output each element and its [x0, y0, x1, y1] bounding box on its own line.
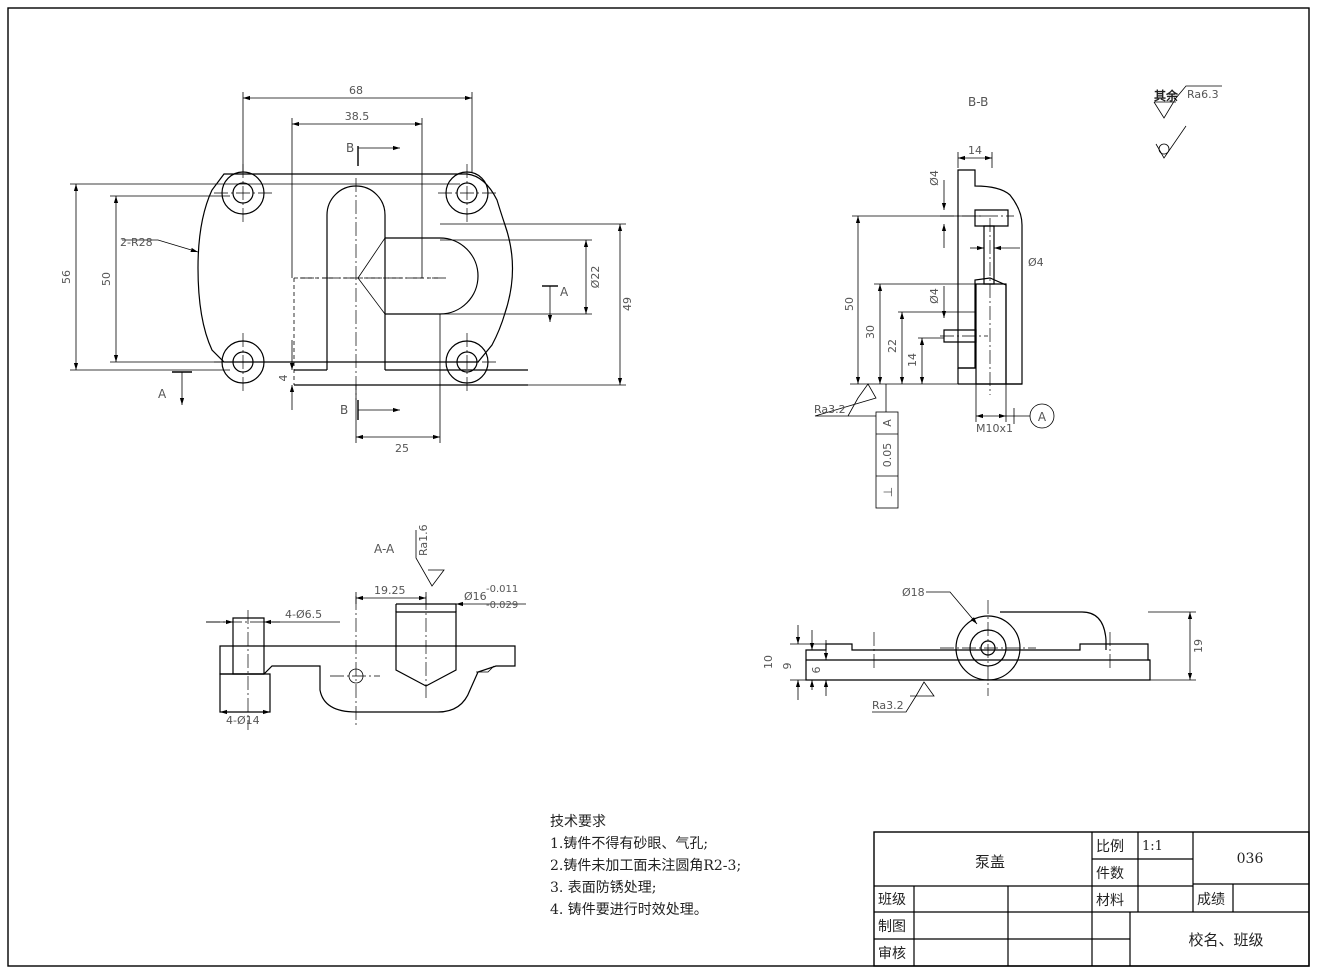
section-aa-dimensions: 19.25 4-Ø6.5 4-Ø14 Ø16 -0.011 -0.029 — [206, 584, 526, 727]
dim-front-10: 10 — [762, 655, 775, 669]
title-part-name: 泵盖 — [975, 853, 1005, 871]
section-bb-title: B-B — [968, 95, 988, 109]
tech-requirement-2: 2.铸件未加工面未注圆角R2-3; — [550, 858, 741, 874]
title-school: 校名、班级 — [1188, 931, 1263, 949]
title-block: 泵盖 比例 1:1 件数 036 班级 材料 成绩 制图 审核 校名、班级 — [873, 831, 1310, 967]
dim-bb-phi4-c: Ø4 — [928, 288, 941, 304]
dim-50: 50 — [100, 272, 113, 286]
dim-bb-14-v: 14 — [906, 353, 919, 367]
section-b-b: B-B 14 Ø4 Ø4 Ø4 50 30 22 — [814, 95, 1055, 509]
dim-bb-50: 50 — [843, 297, 856, 311]
datum-a-circle: A — [1038, 410, 1047, 424]
tolerance-datum: A — [881, 419, 894, 427]
dim-front-6: 6 — [810, 667, 823, 674]
roughness-aa-value: Ra1.6 — [417, 524, 430, 556]
title-qty-label: 件数 — [1096, 866, 1124, 882]
surface-roughness-note: 其余 Ra6.3 — [1153, 85, 1222, 159]
dim-4: 4 — [277, 375, 290, 382]
tolerance-frame: A 0.05 ⊥ — [875, 384, 899, 509]
dim-bb-m10x1: M10x1 — [976, 422, 1013, 435]
surface-note-value: Ra6.3 — [1187, 88, 1219, 101]
title-grade-label: 成绩 — [1197, 892, 1225, 908]
dim-49: 49 — [621, 297, 634, 311]
dim-38-5: 38.5 — [345, 110, 370, 123]
roughness-aa: Ra1.6 — [415, 524, 445, 587]
tolerance-value: 0.05 — [881, 443, 894, 468]
title-scale-value: 1:1 — [1142, 839, 1163, 854]
dim-aa-19-25: 19.25 — [374, 584, 406, 597]
top-view-dimensions: 68 38.5 56 50 49 Ø22 25 4 2-R28 — [60, 84, 634, 455]
dim-aa-4-phi14: 4-Ø14 — [226, 714, 260, 727]
dim-aa-tol-upper: -0.011 — [486, 584, 518, 595]
roughness-front: Ra3.2 — [872, 681, 935, 713]
dim-bb-phi4-b: Ø4 — [1028, 256, 1044, 269]
tech-requirements-title: 技术要求 — [550, 814, 606, 830]
dim-front-9: 9 — [781, 663, 794, 670]
dim-aa-phi16: Ø16 — [464, 590, 487, 603]
section-mark-a-right: A — [560, 285, 569, 299]
section-bb-dimensions: 14 Ø4 Ø4 Ø4 50 30 22 14 M10x1 A — [843, 144, 1055, 435]
front-view: Ø18 19 10 9 6 Ra3.2 — [762, 586, 1205, 713]
title-review-label: 审核 — [878, 946, 906, 962]
dim-bb-30: 30 — [864, 325, 877, 339]
roughness-bb: Ra3.2 — [814, 383, 877, 417]
title-scale-label: 比例 — [1096, 839, 1124, 855]
title-class-label: 班级 — [878, 892, 906, 908]
dim-aa-4-phi6-5: 4-Ø6.5 — [285, 608, 322, 621]
section-mark-b-top: B — [346, 141, 354, 155]
front-view-dimensions: Ø18 19 10 9 6 — [762, 586, 1205, 700]
title-drawn-label: 制图 — [878, 919, 906, 935]
dim-56: 56 — [60, 270, 73, 284]
section-aa-title: A-A — [374, 542, 395, 556]
top-view: 68 38.5 56 50 49 Ø22 25 4 2-R28 — [60, 84, 634, 455]
mounting-holes — [214, 164, 496, 391]
dim-aa-tol-lower: -0.029 — [486, 600, 518, 611]
tech-requirement-3: 3. 表面防锈处理; — [550, 880, 657, 896]
section-mark-a-left: A — [158, 387, 167, 401]
tech-requirements: 技术要求 1.铸件不得有砂眼、气孔; 2.铸件未加工面未注圆角R2-3; 3. … — [550, 814, 741, 918]
roughness-front-value: Ra3.2 — [872, 699, 904, 712]
tech-requirement-4: 4. 铸件要进行时效处理。 — [550, 902, 708, 918]
section-a-a: A-A 19.25 4-Ø6.5 4-Ø14 Ø16 -0.011 -0.029… — [206, 524, 526, 730]
roughness-bb-value: Ra3.2 — [814, 403, 846, 416]
tech-requirement-1: 1.铸件不得有砂眼、气孔; — [550, 835, 708, 852]
drawing-frame — [7, 7, 1310, 967]
dim-bb-14: 14 — [968, 144, 982, 157]
dim-2-r28: 2-R28 — [120, 236, 153, 249]
tolerance-symbol: ⊥ — [881, 487, 895, 497]
dim-68: 68 — [349, 84, 363, 97]
dim-25: 25 — [395, 442, 409, 455]
dim-bb-22: 22 — [886, 339, 899, 353]
section-mark-b-bottom: B — [340, 403, 348, 417]
dim-bb-phi4-a: Ø4 — [928, 170, 941, 186]
section-markers-top: B B A A — [158, 141, 569, 420]
dim-front-19: 19 — [1192, 639, 1205, 653]
dim-phi22: Ø22 — [589, 266, 602, 289]
surface-note-prefix: 其余 — [1154, 88, 1179, 103]
dim-front-phi18: Ø18 — [902, 586, 925, 599]
title-drawing-number: 036 — [1237, 851, 1264, 867]
title-material-label: 材料 — [1096, 893, 1124, 909]
